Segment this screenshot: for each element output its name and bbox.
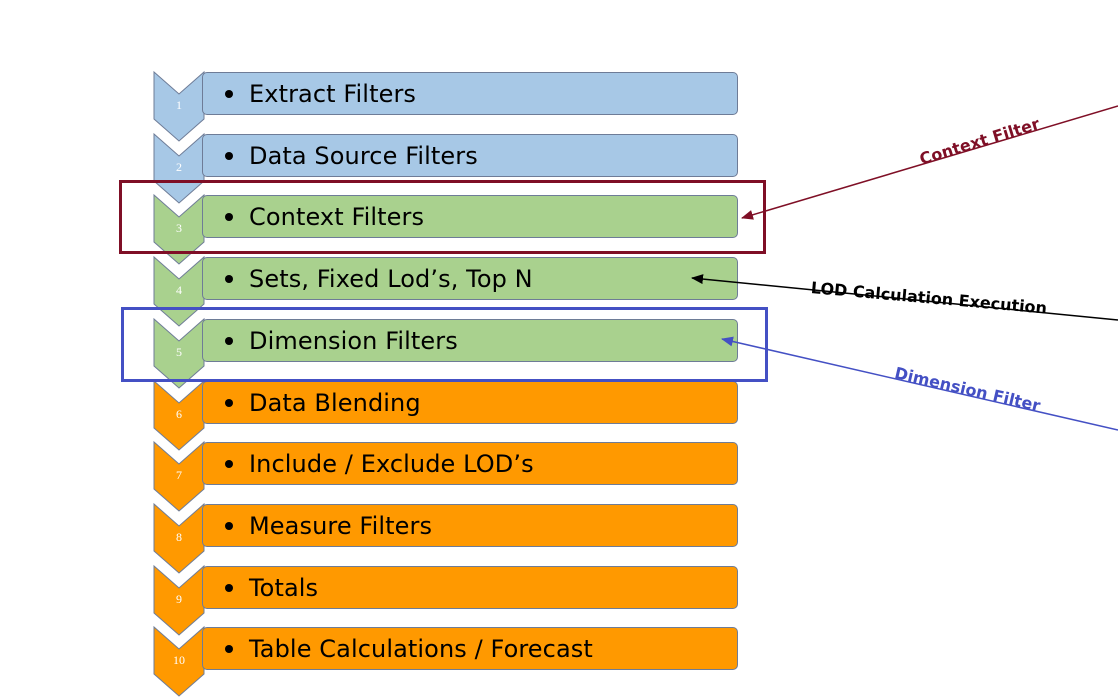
step-label: Data Blending	[249, 388, 421, 417]
step-row: 10 Table Calculations / Forecast	[0, 625, 1118, 697]
dimension-highlight-box	[121, 307, 768, 382]
step-box: Include / Exclude LOD’s	[202, 442, 738, 485]
step-label: Totals	[249, 573, 319, 602]
step-label: Table Calculations / Forecast	[249, 634, 593, 663]
step-row: 7 Include / Exclude LOD’s	[0, 440, 1118, 512]
bullet-point	[225, 336, 233, 345]
step-row: 9 Totals	[0, 564, 1118, 636]
step-row: 8 Measure Filters	[0, 502, 1118, 574]
bullet-point	[225, 583, 233, 592]
bullet-point	[225, 644, 233, 653]
bullet-point	[225, 521, 233, 530]
step-box: Table Calculations / Forecast	[202, 627, 738, 670]
step-box: Data Blending	[202, 381, 738, 424]
step-row: 5 Dimension Filters	[0, 317, 1118, 389]
step-box: Totals	[202, 566, 738, 609]
bullet-point	[225, 212, 233, 221]
step-chevron	[153, 502, 205, 574]
step-chevron	[153, 379, 205, 451]
bullet-point	[225, 151, 233, 160]
step-label: Extract Filters	[249, 79, 417, 108]
step-number: 3	[176, 221, 182, 235]
step-label: Measure Filters	[249, 511, 433, 540]
step-chevron	[153, 625, 205, 697]
step-number: 1	[176, 98, 182, 112]
step-row: 2 Data Source Filters	[0, 132, 1118, 204]
bullet-point	[225, 459, 233, 468]
lod-arrow	[691, 274, 1118, 321]
step-box: Measure Filters	[202, 504, 738, 547]
step-label: Include / Exclude LOD’s	[249, 449, 534, 478]
dimension-arrow	[721, 336, 1118, 431]
step-row: 6 Data Blending	[0, 379, 1118, 451]
step-number: 7	[176, 468, 182, 482]
step-number: 10	[173, 653, 185, 667]
step-box: Dimension Filters	[202, 319, 738, 362]
step-chevron	[153, 440, 205, 512]
step-box: Extract Filters	[202, 72, 738, 115]
step-row: 1 Extract Filters	[0, 70, 1118, 142]
bullet-point	[225, 274, 233, 283]
step-chevron	[153, 70, 205, 142]
step-number: 9	[176, 592, 182, 606]
step-number: 5	[176, 345, 182, 359]
step-box: Data Source Filters	[202, 134, 738, 177]
step-box: Context Filters	[202, 195, 738, 238]
step-number: 4	[176, 283, 182, 297]
bullet-point	[225, 398, 233, 407]
step-chevron	[153, 317, 205, 389]
step-label: Context Filters	[249, 202, 425, 231]
step-number: 6	[176, 407, 182, 421]
step-chevron	[153, 564, 205, 636]
context-arrow	[741, 105, 1118, 220]
step-row: 3 Context Filters	[0, 193, 1118, 265]
step-label: Dimension Filters	[249, 326, 458, 355]
step-label: Data Source Filters	[249, 141, 478, 170]
step-chevron	[153, 193, 205, 265]
step-number: 2	[176, 160, 182, 174]
step-box: Sets, Fixed Lod’s, Top N	[202, 257, 738, 300]
context-highlight-box	[119, 180, 766, 254]
step-number: 8	[176, 530, 182, 544]
bullet-point	[225, 89, 233, 98]
step-label: Sets, Fixed Lod’s, Top N	[249, 264, 533, 293]
